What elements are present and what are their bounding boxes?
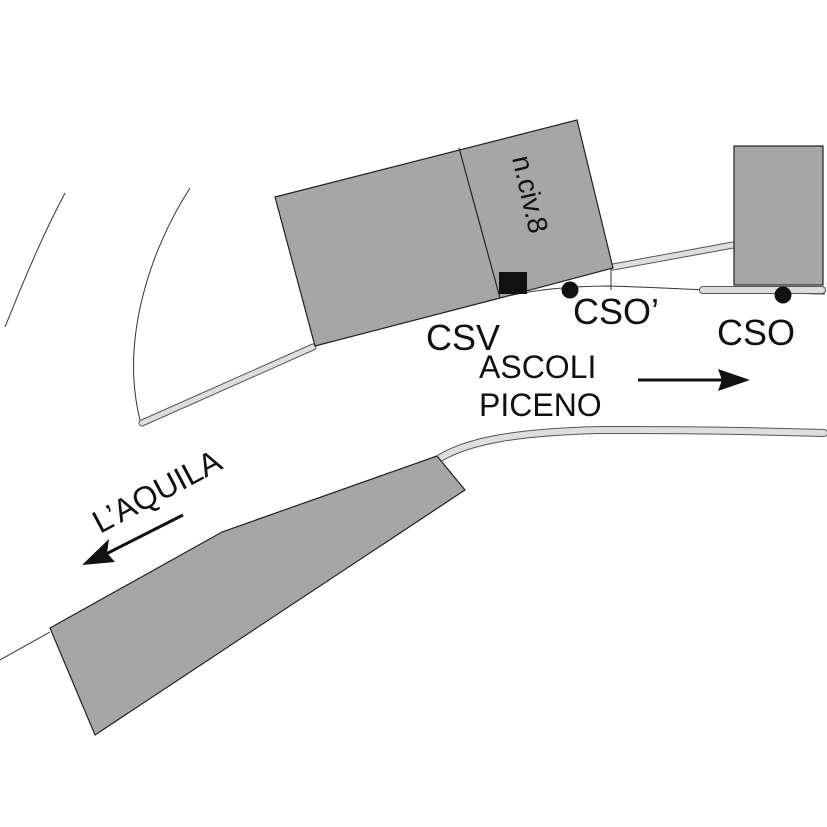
building-south [49, 455, 466, 736]
cso-prime-dot-marker [561, 281, 579, 299]
csv-label: CSV [426, 317, 500, 358]
sidewalk-south-inner [437, 426, 827, 461]
ascoli-label-line1: ASCOLI [479, 349, 596, 385]
sidewalk-mid-inner [610, 242, 736, 270]
road-edge-far-left [4, 192, 66, 328]
building-east [733, 145, 824, 286]
road-edge-left-curve [133, 187, 191, 421]
road-edge-bottom-left [0, 631, 51, 661]
csv-square-marker [499, 272, 527, 294]
cso-prime-label: CSO’ [573, 291, 659, 332]
sidewalk-left-inner [139, 344, 316, 426]
cso-dot-marker [774, 286, 792, 304]
cso-label: CSO [717, 312, 795, 353]
laquila-label: L’AQUILA [86, 442, 228, 540]
ascoli-label-line2: PICENO [479, 387, 602, 423]
building-main [274, 119, 614, 347]
building-main-party-wall [458, 147, 501, 299]
right-arrow-icon [638, 369, 750, 391]
left-arrow-icon [82, 513, 184, 565]
